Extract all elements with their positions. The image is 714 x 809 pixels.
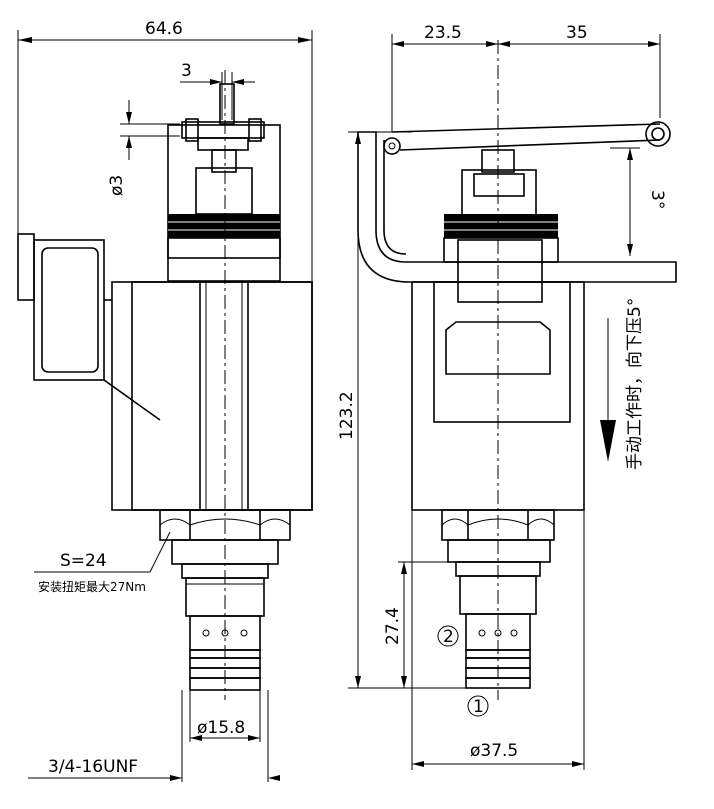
top-pin: [181, 83, 265, 215]
upper-housing: [167, 124, 281, 282]
dim-pin-diameter: ø3: [107, 100, 180, 196]
lever-right-label: 35: [566, 23, 588, 43]
manual-operation-note: 手动工作时，向下压5°: [625, 298, 645, 470]
connector-plug: [17, 233, 161, 421]
dim-pin-width: 3: [180, 61, 255, 120]
manual-direction-arrow: [600, 318, 616, 462]
overall-width-label: 64.6: [145, 19, 183, 39]
hex-size-label: S=24: [60, 551, 107, 571]
thread-note: 3/4-16UNF: [28, 690, 280, 782]
dim-lever-top: 23.5 35: [391, 23, 661, 132]
thread-label: 3/4-16UNF: [48, 757, 138, 777]
lever-left-label: 23.5: [424, 23, 462, 43]
actuator-head: [443, 149, 559, 303]
cartridge-length-label: 27.4: [383, 607, 403, 645]
dim-cartridge-diameter: ø15.8: [189, 690, 261, 742]
dim-cartridge-length: 27.4: [383, 561, 456, 688]
dim-lever-angle: 3°: [610, 147, 667, 256]
cartridge-diameter-label: ø15.8: [197, 718, 245, 738]
left-view: 64.6 3 ø3: [17, 19, 313, 782]
body-diameter-label: ø37.5: [470, 741, 518, 761]
port-1-label: 1: [473, 697, 484, 717]
right-view: 23.5 35 3°: [337, 23, 677, 770]
lever-angle-label: 3°: [647, 190, 667, 209]
overall-height-label: 123.2: [337, 391, 357, 440]
torque-label: 安装扭矩最大27Nm: [38, 579, 146, 594]
port-1-callout: 1: [467, 695, 489, 717]
port-2-label: 2: [443, 627, 454, 647]
hex-note: S=24 安装扭矩最大27Nm: [34, 531, 171, 594]
dim-body-diameter: ø37.5: [411, 510, 585, 770]
coil-body: [111, 281, 313, 511]
knurled-nut: [167, 214, 281, 259]
dim-overall-width: 64.6: [17, 19, 313, 282]
dim-overall-height: 123.2: [337, 131, 466, 689]
pin-width-label: 3: [181, 61, 192, 81]
port-2-callout: 2: [437, 625, 459, 647]
pin-diameter-label: ø3: [107, 175, 127, 196]
lever-arm: [357, 121, 677, 283]
